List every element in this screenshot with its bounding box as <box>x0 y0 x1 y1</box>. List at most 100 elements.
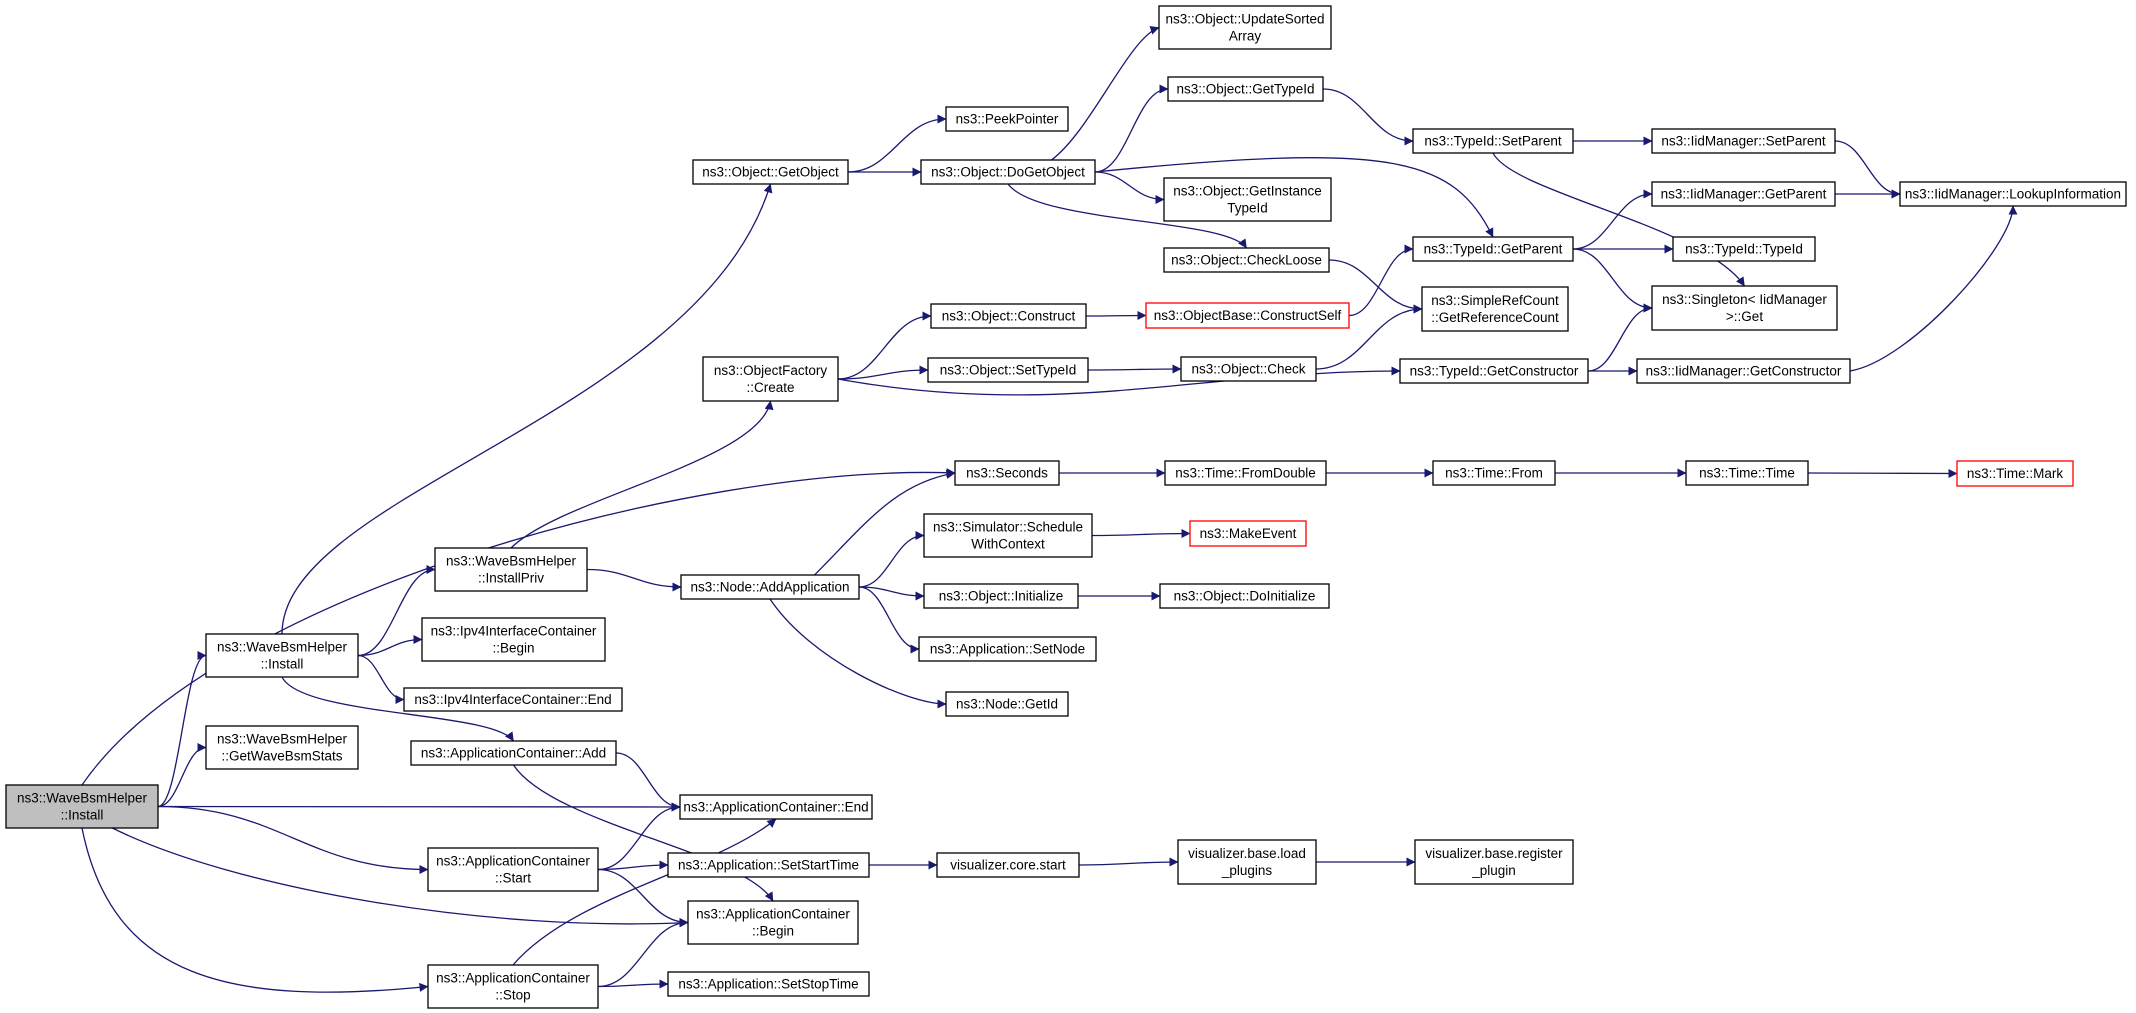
node-box <box>923 583 1079 609</box>
node-obj-initialize[interactable]: ns3::Object::Initialize <box>923 583 1079 609</box>
node-viz-register[interactable]: visualizer.base.register_plugin <box>1414 839 1574 885</box>
node-appc-stop[interactable]: ns3::ApplicationContainer::Stop <box>427 964 599 1009</box>
node-app-setstart[interactable]: ns3::Application::SetStartTime <box>667 852 870 878</box>
node-box <box>1899 181 2127 207</box>
node-typeid-typeid[interactable]: ns3::TypeId::TypeId <box>1672 236 1816 262</box>
node-iidm-lookup[interactable]: ns3::IidManager::LookupInformation <box>1899 181 2127 207</box>
edge-appc_add-to-appc_end <box>615 752 681 812</box>
node-objfactory-create[interactable]: ns3::ObjectFactory::Create <box>702 356 839 402</box>
edge-obj_dogetobject-to-obj_updatesorted <box>1051 25 1160 161</box>
edge-node_addapp-to-app_setnode <box>858 586 920 654</box>
node-obj-settypeid[interactable]: ns3::Object::SetTypeId <box>927 357 1089 383</box>
node-label: ::InstallPriv <box>478 571 544 586</box>
node-label: ns3::Node::AddApplication <box>690 580 849 595</box>
node-typeid-getconstructor[interactable]: ns3::TypeId::GetConstructor <box>1399 358 1589 384</box>
node-box <box>427 847 599 892</box>
node-time-fromdouble[interactable]: ns3::Time::FromDouble <box>1164 460 1327 486</box>
edge-appc_start-to-app_setstart <box>597 860 669 871</box>
node-makeevent[interactable]: ns3::MakeEvent <box>1189 520 1307 547</box>
edge-objbase_constructself-to-typeid_getparent <box>1348 244 1414 317</box>
node-label: ns3::IidManager::GetParent <box>1661 187 1827 202</box>
node-simplerefcount[interactable]: ns3::SimpleRefCount::GetReferenceCount <box>1421 286 1569 332</box>
node-iidm-getparent[interactable]: ns3::IidManager::GetParent <box>1651 181 1836 207</box>
node-time-time[interactable]: ns3::Time::Time <box>1685 460 1809 486</box>
node-typeid-setparent[interactable]: ns3::TypeId::SetParent <box>1412 128 1574 154</box>
node-box <box>679 794 873 820</box>
node-obj-construct[interactable]: ns3::Object::Construct <box>930 303 1087 329</box>
edge-typeid_getparent-to-singleton_get <box>1572 248 1653 313</box>
node-obj-doinitialize[interactable]: ns3::Object::DoInitialize <box>1159 583 1330 609</box>
node-iidm-setparent[interactable]: ns3::IidManager::SetParent <box>1651 128 1836 154</box>
node-singleton-get[interactable]: ns3::Singleton< IidManager>::Get <box>1651 285 1838 331</box>
node-box <box>205 633 359 678</box>
node-box <box>1651 128 1836 154</box>
node-wbh-install[interactable]: ns3::WaveBsmHelper::Install <box>205 633 359 678</box>
node-label: ::Create <box>746 380 794 395</box>
edge-root-to-appc_stop <box>81 827 429 993</box>
node-box <box>945 106 1069 132</box>
node-label: ::GetWaveBsmStats <box>221 749 342 764</box>
node-appc-end[interactable]: ns3::ApplicationContainer::End <box>679 794 873 820</box>
node-obj-dogetobject[interactable]: ns3::Object::DoGetObject <box>920 159 1096 185</box>
node-label: ns3::MakeEvent <box>1200 526 1297 541</box>
node-label: ns3::Time::FromDouble <box>1175 466 1316 481</box>
node-box <box>1163 177 1332 222</box>
edge-appc_stop-to-appc_end <box>512 818 777 966</box>
node-box <box>667 971 870 997</box>
node-ipv4-end[interactable]: ns3::Ipv4InterfaceContainer::End <box>403 687 623 712</box>
node-label: ns3::ApplicationContainer <box>436 854 590 869</box>
node-obj-gettypeid[interactable]: ns3::Object::GetTypeId <box>1167 76 1324 102</box>
node-root[interactable]: ns3::WaveBsmHelper::Install <box>5 784 159 829</box>
node-time-mark[interactable]: ns3::Time::Mark <box>1956 460 2074 487</box>
edge-obj_construct-to-objbase_constructself <box>1085 311 1147 321</box>
node-app-setnode[interactable]: ns3::Application::SetNode <box>918 636 1097 662</box>
node-viz-core-start[interactable]: visualizer.core.start <box>936 852 1080 878</box>
node-box <box>927 357 1089 383</box>
node-label: ns3::Object::GetInstance <box>1173 184 1322 199</box>
node-appc-add[interactable]: ns3::ApplicationContainer::Add <box>410 740 617 766</box>
node-box <box>1636 358 1851 384</box>
node-time-from[interactable]: ns3::Time::From <box>1432 460 1556 486</box>
node-box <box>410 740 617 766</box>
node-objbase-constructself[interactable]: ns3::ObjectBase::ConstructSelf <box>1145 302 1350 329</box>
node-node-getid[interactable]: ns3::Node::GetId <box>945 691 1069 717</box>
node-typeid-getparent[interactable]: ns3::TypeId::GetParent <box>1412 236 1574 262</box>
node-label: ns3::PeekPointer <box>956 112 1059 127</box>
node-label: ns3::WaveBsmHelper <box>217 732 348 747</box>
node-app-setstop[interactable]: ns3::Application::SetStopTime <box>667 971 870 997</box>
node-box <box>1651 181 1836 207</box>
node-label: ns3::Object::Initialize <box>939 589 1064 604</box>
node-obj-check[interactable]: ns3::Object::Check <box>1180 356 1317 382</box>
node-label: visualizer.core.start <box>950 858 1066 873</box>
node-seconds[interactable]: ns3::Seconds <box>954 460 1060 486</box>
node-box <box>421 617 606 662</box>
node-label: ns3::Object::Construct <box>942 309 1076 324</box>
node-label: ns3::IidManager::GetConstructor <box>1646 364 1842 379</box>
node-label: TypeId <box>1227 201 1268 216</box>
node-appc-start[interactable]: ns3::ApplicationContainer::Start <box>427 847 599 892</box>
node-wbh-installpriv[interactable]: ns3::WaveBsmHelper::InstallPriv <box>434 547 588 592</box>
edge-wbh_install-to-appc_add <box>281 676 515 742</box>
node-box <box>1685 460 1809 486</box>
node-appc-begin[interactable]: ns3::ApplicationContainer::Begin <box>687 900 859 945</box>
node-obj-checkloose[interactable]: ns3::Object::CheckLoose <box>1163 247 1330 273</box>
node-box <box>1956 460 2074 487</box>
node-ipv4-begin[interactable]: ns3::Ipv4InterfaceContainer::Begin <box>421 617 606 662</box>
node-label: ns3::Application::SetStartTime <box>678 858 859 873</box>
node-obj-getobject[interactable]: ns3::Object::GetObject <box>692 159 849 185</box>
node-viz-load[interactable]: visualizer.base.load_plugins <box>1177 839 1317 885</box>
node-peekpointer[interactable]: ns3::PeekPointer <box>945 106 1069 132</box>
node-label: _plugins <box>1221 863 1273 878</box>
node-box <box>427 964 599 1009</box>
node-iidm-getconstructor[interactable]: ns3::IidManager::GetConstructor <box>1636 358 1851 384</box>
node-node-addapp[interactable]: ns3::Node::AddApplication <box>680 574 860 600</box>
node-box <box>954 460 1060 486</box>
edge-root-to-appc_start <box>157 805 429 874</box>
edge-appc_start-to-appc_end <box>597 802 681 871</box>
node-label: ns3::Simulator::Schedule <box>933 520 1083 535</box>
node-wbh-getstats[interactable]: ns3::WaveBsmHelper::GetWaveBsmStats <box>205 725 359 770</box>
